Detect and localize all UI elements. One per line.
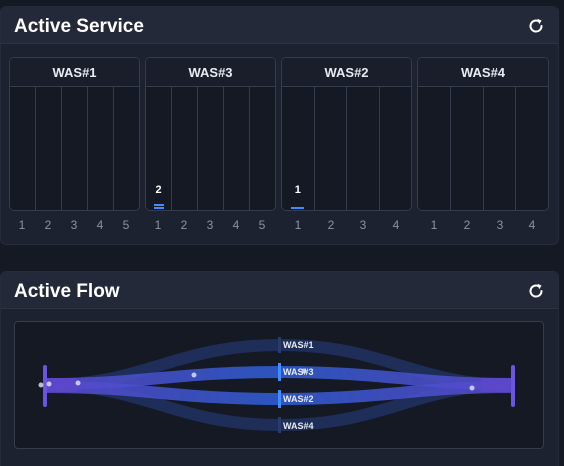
was1-axis-label: 2 xyxy=(44,218,52,232)
flow-node-was2 xyxy=(278,390,281,408)
was3-axis-label: 5 xyxy=(258,218,266,232)
was1-column xyxy=(36,86,62,210)
was3-axis-label: 3 xyxy=(206,218,214,232)
was4-columns xyxy=(418,86,548,210)
was2-column xyxy=(347,86,380,210)
was1-column xyxy=(10,86,36,210)
was2-column: 1 xyxy=(282,86,315,210)
was3-column xyxy=(250,86,275,210)
was2-column-1-bar xyxy=(291,207,305,209)
was2-axis-label: 3 xyxy=(359,218,367,232)
was3-column-1-count: 2 xyxy=(155,184,162,196)
was2-axis-label: 1 xyxy=(294,218,302,232)
flow-node-was4 xyxy=(278,417,281,433)
was1-card-header: WAS#1 xyxy=(10,58,139,87)
flow-sink-node xyxy=(511,365,515,407)
was2-columns: 1 xyxy=(282,86,411,210)
flow-particle xyxy=(191,372,197,378)
was1-columns xyxy=(10,86,139,210)
flow-particle xyxy=(301,368,307,374)
was4-axis-label: 4 xyxy=(528,218,536,232)
was3-columns: 2 xyxy=(146,86,275,210)
active-service-header: Active Service xyxy=(1,7,558,44)
was1-card-title: WAS#1 xyxy=(52,65,97,80)
was4-card: WAS#4 xyxy=(417,57,549,211)
flow-particle xyxy=(46,381,52,387)
active-service-refresh-icon[interactable] xyxy=(526,16,546,36)
flow-diagram-svg xyxy=(38,337,515,433)
was2-column-1-count: 1 xyxy=(294,184,301,196)
was1-column xyxy=(114,86,139,210)
was4-card-title: WAS#4 xyxy=(460,65,506,80)
was1-axis-label: 4 xyxy=(96,218,104,232)
was3-axis-label: 2 xyxy=(180,218,188,232)
was1-column xyxy=(62,86,88,210)
was1-axis-label: 5 xyxy=(122,218,130,232)
was1-axis-label: 1 xyxy=(18,218,26,232)
was1-card: WAS#1 xyxy=(9,57,140,211)
flow-label-was4: WAS#4 xyxy=(283,421,314,431)
was4-axis-label: 3 xyxy=(496,218,504,232)
was4-column xyxy=(516,86,548,210)
was4-axis-label: 1 xyxy=(430,218,438,232)
was3-card-title: WAS#3 xyxy=(188,65,233,80)
was3-column xyxy=(224,86,250,210)
was3-card: WAS#3 2 xyxy=(145,57,276,211)
flow-source-node xyxy=(43,365,47,407)
was4-column xyxy=(451,86,484,210)
was4-axis-label: 2 xyxy=(463,218,471,232)
flow-node-was3 xyxy=(278,363,281,381)
flow-particle xyxy=(38,382,44,388)
flow-source-bar xyxy=(47,378,77,392)
was3-column-1-bar xyxy=(153,204,164,206)
was4-column xyxy=(484,86,517,210)
was2-card-title: WAS#2 xyxy=(324,65,369,80)
was1-column xyxy=(88,86,114,210)
was1-axis-label: 3 xyxy=(70,218,78,232)
was2-axis-label: 4 xyxy=(392,218,400,232)
active-flow-refresh-icon[interactable] xyxy=(526,281,546,301)
was2-card: WAS#2 1 xyxy=(281,57,412,211)
flow-node-was1 xyxy=(278,337,281,353)
was3-column-1-bar xyxy=(153,207,164,209)
was3-axis-label: 4 xyxy=(232,218,240,232)
active-flow-diagram: WAS#1 WAS#3 WAS#2 WAS#4 xyxy=(14,321,544,449)
was4-card-header: WAS#4 xyxy=(418,58,548,87)
active-flow-title: Active Flow xyxy=(14,281,120,302)
flow-label-was2: WAS#2 xyxy=(283,394,314,404)
was4-column xyxy=(418,86,451,210)
active-service-title: Active Service xyxy=(14,16,144,37)
was2-axis-label: 2 xyxy=(327,218,335,232)
active-flow-header: Active Flow xyxy=(1,272,558,309)
flow-sink-bar xyxy=(481,378,511,392)
was2-column xyxy=(380,86,412,210)
was3-column xyxy=(198,86,224,210)
flow-label-was1: WAS#1 xyxy=(283,340,314,350)
flow-particle xyxy=(75,380,81,386)
flow-particle xyxy=(469,385,475,391)
was3-column: 2 xyxy=(146,86,172,210)
was3-card-header: WAS#3 xyxy=(146,58,275,87)
was3-axis-label: 1 xyxy=(154,218,162,232)
flow-label-was3: WAS#3 xyxy=(283,367,314,377)
was2-column xyxy=(315,86,347,210)
was3-column xyxy=(172,86,198,210)
was2-card-header: WAS#2 xyxy=(282,58,411,87)
